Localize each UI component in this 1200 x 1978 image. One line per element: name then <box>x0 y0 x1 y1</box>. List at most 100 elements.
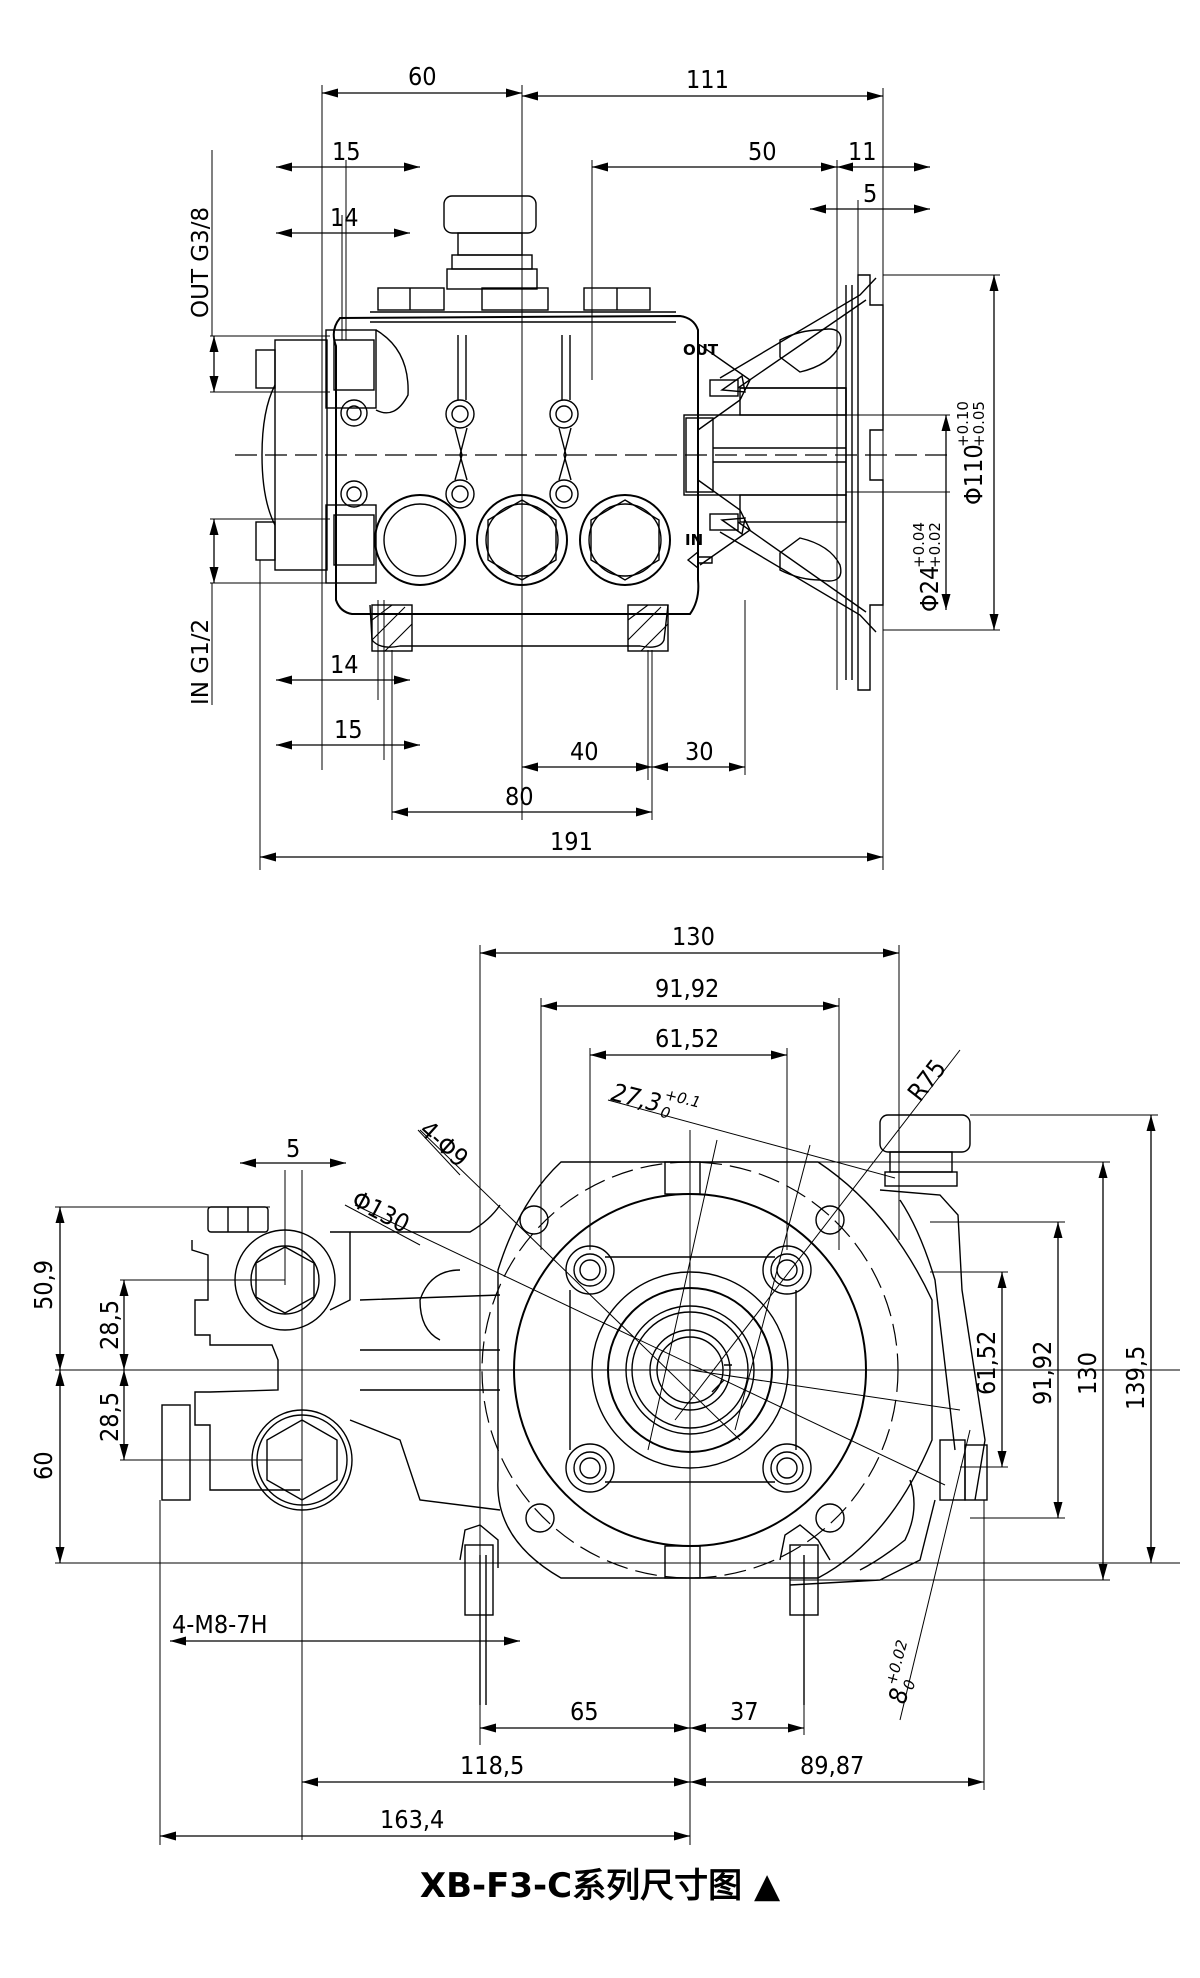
arrowhead <box>522 762 538 772</box>
dim-top-11: 11 <box>848 137 877 166</box>
arrowhead <box>968 1777 984 1787</box>
caption-title: XB-F3-C系列尺寸图 <box>419 1866 743 1906</box>
dim-dia-24-base: Φ24 <box>915 566 944 612</box>
arrowhead <box>997 1272 1007 1288</box>
valve-bores <box>340 335 579 509</box>
arrowhead <box>867 852 883 862</box>
relief-valve-knob <box>443 195 538 290</box>
arrowhead <box>788 1723 804 1733</box>
arrowhead <box>771 1050 787 1060</box>
dim-front-left-5: 5 <box>286 1134 300 1163</box>
dim-dia-24-lower: +0.02 <box>926 522 944 568</box>
dim-key-8-lower: 0 <box>899 1678 919 1692</box>
dimension-arrowheads <box>55 88 1156 1841</box>
arrowhead <box>302 1777 318 1787</box>
arrowhead <box>392 807 408 817</box>
arrowhead <box>276 740 292 750</box>
manifold-top-nuts <box>370 287 676 323</box>
arrowhead <box>729 762 745 772</box>
dim-front-r75: R75 <box>902 1054 952 1107</box>
caption-triangle-icon: ▲ <box>753 1866 781 1906</box>
arrowhead <box>821 162 837 172</box>
front-view-manifold <box>161 1204 501 1511</box>
dim-front-4-m8-7h: 4-M8-7H <box>172 1610 267 1639</box>
dim-27-3-lower: 0 <box>659 1103 673 1123</box>
arrowhead <box>55 1547 65 1563</box>
dim-front-bottom-89-87: 89,87 <box>800 1751 864 1780</box>
arrowhead <box>322 88 338 98</box>
arrowhead <box>636 807 652 817</box>
pump-head-body <box>332 314 700 652</box>
dim-dia-110-upper: +0.10 <box>954 401 972 447</box>
arrowhead <box>394 675 410 685</box>
arrowhead <box>119 1354 129 1370</box>
arrowhead <box>480 1723 496 1733</box>
arrowhead <box>1053 1222 1063 1238</box>
arrowhead <box>810 204 826 214</box>
arrowhead <box>867 91 883 101</box>
flange-outline <box>481 1161 933 1579</box>
plunger-bores <box>374 494 671 586</box>
dim-bottom-14: 14 <box>330 650 359 679</box>
body-in-mark: IN <box>685 531 703 549</box>
arrowhead <box>1098 1162 1108 1178</box>
label-in-g1-2: IN G1/2 <box>188 619 214 705</box>
left-port-block <box>255 329 409 584</box>
dim-dia-110-base: Φ110 <box>959 444 988 505</box>
arrowhead <box>989 614 999 630</box>
arrowhead <box>1146 1115 1156 1131</box>
front-view-feet <box>459 1524 831 1705</box>
arrowhead <box>652 762 668 772</box>
top-view: OUT IN <box>188 62 1000 870</box>
arrowhead <box>914 204 930 214</box>
dim-front-dia-130: Φ130 <box>347 1185 414 1239</box>
dim-front-right-139-5: 139,5 <box>1121 1346 1150 1410</box>
front-view-leaders <box>354 1049 971 1721</box>
arrowhead <box>522 91 538 101</box>
arrowhead <box>276 162 292 172</box>
arrowhead <box>1098 1564 1108 1580</box>
dim-front-bottom-37: 37 <box>730 1697 759 1726</box>
front-view-dimensions: 130 91,92 61,52 27,3 +0.1 0 R75 4-Φ9 Φ13… <box>29 922 1180 1845</box>
front-view: 130 91,92 61,52 27,3 +0.1 0 R75 4-Φ9 Φ13… <box>29 922 1180 1845</box>
arrowhead <box>674 1831 690 1841</box>
dim-bottom-191: 191 <box>550 827 593 856</box>
arrowhead <box>989 275 999 291</box>
dim-dia-110: Φ110 +0.10 +0.05 <box>954 401 988 505</box>
dim-dia-110-lower: +0.05 <box>970 401 988 447</box>
arrowhead <box>119 1370 129 1386</box>
arrowhead <box>504 1636 520 1646</box>
dim-top-15: 15 <box>332 137 361 166</box>
mounting-flange <box>845 274 884 691</box>
arrowhead <box>823 1001 839 1011</box>
dim-front-bottom-65: 65 <box>570 1697 599 1726</box>
dim-front-50-9: 50,9 <box>29 1260 58 1310</box>
dim-front-61-52: 61,52 <box>655 1024 719 1053</box>
arrowhead <box>674 1777 690 1787</box>
dim-dia-24-upper: +0.04 <box>910 522 928 568</box>
dim-front-right-61-52: 61,52 <box>972 1331 1001 1395</box>
arrowhead <box>55 1370 65 1386</box>
dim-front-right-91-92: 91,92 <box>1028 1341 1057 1405</box>
dim-front-bottom-118-5: 118,5 <box>460 1751 524 1780</box>
dim-bottom-15: 15 <box>334 715 363 744</box>
arrowhead <box>209 519 219 535</box>
dim-front-28-5-lower: 28,5 <box>95 1392 124 1442</box>
arrowhead <box>119 1280 129 1296</box>
dim-front-130: 130 <box>672 922 715 951</box>
arrowhead <box>690 1723 706 1733</box>
arrowhead <box>276 675 292 685</box>
arrowhead <box>119 1444 129 1460</box>
arrowhead <box>209 567 219 583</box>
arrowhead <box>674 1723 690 1733</box>
dim-bottom-30: 30 <box>685 737 714 766</box>
dim-top-5: 5 <box>863 179 877 208</box>
arrowhead <box>690 1777 706 1787</box>
arrowhead <box>941 594 951 610</box>
dim-bottom-80: 80 <box>505 782 534 811</box>
arrowhead <box>404 740 420 750</box>
inlet-arrow-icon <box>686 550 713 570</box>
arrowhead <box>394 228 410 238</box>
arrowhead <box>941 415 951 431</box>
